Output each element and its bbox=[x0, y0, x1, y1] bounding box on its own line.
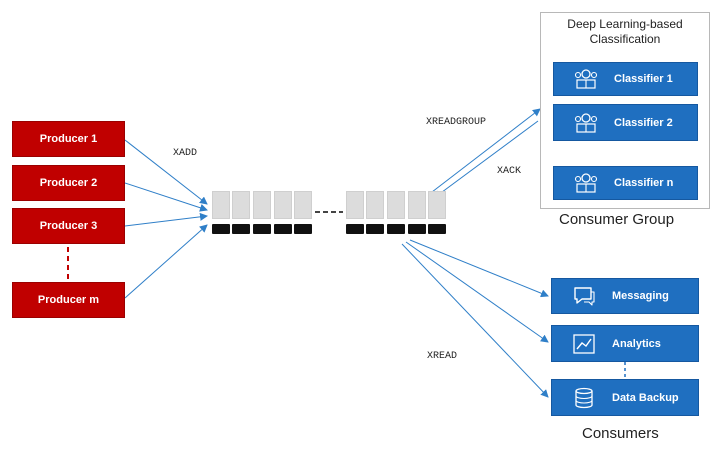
stream-entry bbox=[387, 191, 405, 219]
stream-entry bbox=[294, 191, 312, 219]
producer-2-label: Producer 2 bbox=[39, 177, 98, 189]
stream-entry bbox=[366, 191, 384, 219]
stream-entry-id bbox=[212, 224, 230, 234]
chat-bubble-icon bbox=[574, 287, 595, 306]
producer-m: Producer m bbox=[12, 282, 125, 318]
classifier-n: Classifier n bbox=[553, 166, 698, 200]
stream-entry bbox=[346, 191, 364, 219]
stream-entry-id bbox=[232, 224, 250, 234]
consumer-group-caption: Consumer Group bbox=[559, 211, 675, 228]
consumer-group-heading: Deep Learning-based Classification bbox=[567, 17, 683, 46]
arrow-producer-1 bbox=[124, 139, 208, 205]
producer-2: Producer 2 bbox=[12, 165, 125, 201]
arrow-producer-m bbox=[124, 224, 208, 299]
arrow-to-messaging bbox=[409, 239, 549, 298]
line-chart-icon bbox=[573, 333, 595, 354]
consumers-caption: Consumers bbox=[582, 425, 659, 442]
neural-network-icon bbox=[574, 112, 598, 133]
database-icon bbox=[575, 387, 593, 408]
arrow-producer-3 bbox=[124, 212, 208, 227]
classifier-n-label: Classifier n bbox=[614, 177, 674, 189]
neural-network-icon bbox=[574, 69, 598, 89]
consumer-analytics: Analytics bbox=[551, 325, 699, 362]
xreadgroup-label: XREADGROUP bbox=[426, 117, 487, 128]
stream-entry bbox=[408, 191, 426, 219]
arrow-to-data-backup bbox=[401, 243, 549, 398]
arrow-xack bbox=[433, 120, 539, 199]
stream-entry-id bbox=[366, 224, 384, 234]
stream-entry-id bbox=[274, 224, 292, 234]
stream-entry-id bbox=[428, 224, 446, 234]
stream-entry bbox=[232, 191, 250, 219]
stream-entry-id bbox=[408, 224, 426, 234]
arrow-xreadgroup bbox=[431, 108, 541, 193]
consumer-data-backup: Data Backup bbox=[551, 379, 699, 416]
data-backup-label: Data Backup bbox=[612, 391, 679, 404]
producer-3-label: Producer 3 bbox=[39, 220, 98, 232]
producer-3: Producer 3 bbox=[12, 208, 125, 244]
neural-network-icon bbox=[574, 173, 598, 193]
stream-entry bbox=[253, 191, 271, 219]
producer-m-label: Producer m bbox=[37, 294, 100, 306]
stream-entry-id bbox=[346, 224, 364, 234]
producer-1: Producer 1 bbox=[12, 121, 125, 157]
arrow-to-analytics bbox=[405, 241, 549, 343]
classifier-2: Classifier 2 bbox=[553, 104, 698, 141]
stream-entry bbox=[428, 191, 446, 219]
stream-entry-id bbox=[294, 224, 312, 234]
stream-entry bbox=[274, 191, 292, 219]
classifier-1-label: Classifier 1 bbox=[614, 73, 673, 85]
stream-entry-id bbox=[253, 224, 271, 234]
producer-1-label: Producer 1 bbox=[39, 133, 98, 145]
xread-label: XREAD bbox=[427, 351, 458, 362]
analytics-label: Analytics bbox=[612, 337, 661, 350]
messaging-label: Messaging bbox=[612, 290, 669, 302]
stream-entry bbox=[212, 191, 230, 219]
arrow-producer-2 bbox=[124, 182, 208, 212]
classifier-2-label: Classifier 2 bbox=[614, 116, 673, 129]
consumer-messaging: Messaging bbox=[551, 278, 699, 314]
classifier-1: Classifier 1 bbox=[553, 62, 698, 96]
xadd-label: XADD bbox=[173, 148, 198, 159]
xack-label: XACK bbox=[497, 166, 522, 177]
stream-entry-id bbox=[387, 224, 405, 234]
